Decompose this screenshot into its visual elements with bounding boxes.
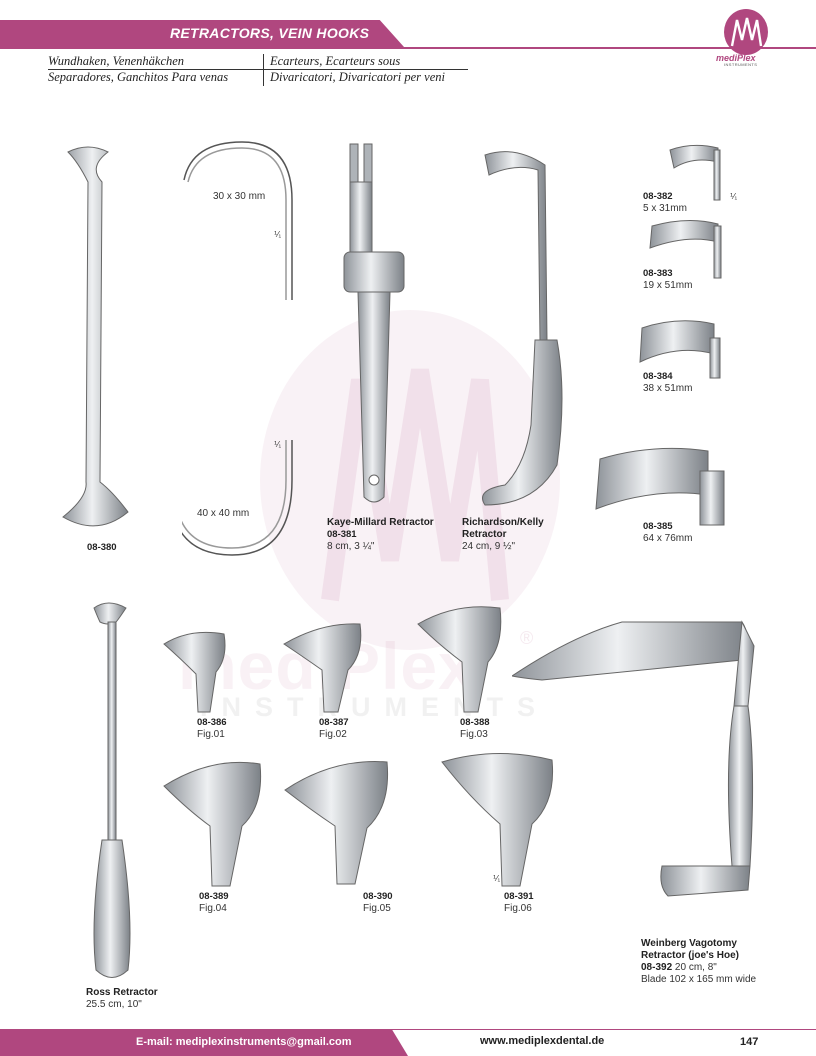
retractor-fig03-image: [417, 606, 502, 713]
retractor-fig05-image: [284, 761, 389, 885]
retractor-fig06-image: [441, 752, 554, 887]
code-08-387: 08-387: [319, 717, 349, 728]
header-band: [0, 20, 404, 47]
size-08-381: 8 cm, 3 ¼": [327, 541, 375, 552]
logo-text: mediPlex: [716, 53, 756, 63]
watermark-logo: [260, 310, 560, 650]
mediplex-logo-icon: [724, 9, 768, 55]
hook-size-large: 40 x 40 mm: [197, 508, 250, 519]
vein-hooks-image: [182, 141, 293, 556]
code-08-390: 08-390: [363, 891, 393, 902]
blade-08-383-image: [649, 219, 722, 279]
size-ross-retractor: 25.5 cm, 10": [86, 999, 142, 1010]
page-title: RETRACTORS, VEIN HOOKS: [170, 25, 370, 41]
footer-rule: [0, 1029, 816, 1030]
code-08-381: 08-381: [327, 529, 357, 540]
size-08-382: 5 x 31mm: [643, 203, 687, 214]
page-number: 147: [740, 1036, 759, 1048]
retractor-fig02-image: [283, 623, 362, 713]
hook-scale-small: ⅟₁: [274, 230, 282, 239]
code-08-383: 08-383: [643, 268, 673, 279]
blade-08-384-image: [639, 320, 721, 379]
code-08-382: 08-382: [643, 191, 673, 202]
name-richardson-kelly-1: Richardson/Kelly: [462, 517, 544, 528]
code-08-386: 08-386: [197, 717, 227, 728]
name-richardson-kelly-2: Retractor: [462, 529, 507, 540]
hook-size-small: 30 x 30 mm: [213, 191, 266, 202]
size-08-383: 19 x 51mm: [643, 280, 693, 291]
size-08-384: 38 x 51mm: [643, 383, 693, 394]
blade-08-385-image: [595, 447, 725, 526]
scale-08-391: ⅟₁: [493, 874, 501, 883]
weinberg-code-line: 08-392 20 cm, 8": [641, 962, 717, 973]
richardson-kelly-retractor-image: [482, 151, 563, 506]
subtitle-fr: Ecarteurs, Ecarteurs sous: [270, 54, 401, 68]
code-08-388: 08-388: [460, 717, 490, 728]
retractor-fig04-image: [163, 761, 262, 887]
name-weinberg-1: Weinberg Vagotomy: [641, 938, 737, 949]
blade-08-392: Blade 102 x 165 mm wide: [641, 974, 757, 985]
code-08-392: 08-392: [641, 962, 673, 973]
footer-email[interactable]: E-mail: mediplexinstruments@gmail.com: [136, 1036, 352, 1048]
double-ended-retractor-image: [62, 146, 129, 527]
code-08-384: 08-384: [643, 371, 673, 382]
subtitle-divider: [263, 54, 264, 86]
footer-band: [0, 1029, 408, 1056]
blade-08-382-image: [669, 144, 721, 201]
fig-08-387: Fig.02: [319, 729, 347, 740]
name-ross-retractor: Ross Retractor: [86, 987, 158, 998]
code-08-389: 08-389: [199, 891, 229, 902]
fig-08-390: Fig.05: [363, 903, 391, 914]
weinberg-retractor-image: [512, 620, 755, 897]
fig-08-389: Fig.04: [199, 903, 227, 914]
code-08-391: 08-391: [504, 891, 534, 902]
size-richardson-kelly: 24 cm, 9 ½": [462, 541, 516, 552]
size-08-392: 20 cm, 8": [674, 962, 717, 973]
fig-08-388: Fig.03: [460, 729, 488, 740]
footer-website[interactable]: www.mediplexdental.de: [480, 1035, 605, 1047]
subtitle-it: Divaricatori, Divaricatori per veni: [270, 70, 445, 84]
retractor-fig01-image: [163, 631, 226, 713]
subtitle-es: Separadores, Ganchitos Para venas: [48, 70, 229, 84]
subtitle-de: Wundhaken, Venenhäkchen: [48, 54, 185, 68]
name-weinberg-2: Retractor (joe's Hoe): [641, 950, 739, 961]
logo-subtext: INSTRUMENTS: [724, 62, 758, 67]
kaye-millard-retractor-image: [343, 143, 405, 503]
name-kaye-millard: Kaye-Millard Retractor: [327, 517, 434, 528]
code-08-385: 08-385: [643, 521, 673, 532]
watermark-registered: ®: [520, 628, 534, 648]
scale-08-382: ⅟₁: [730, 192, 738, 201]
size-08-385: 64 x 76mm: [643, 533, 693, 544]
code-08-380: 08-380: [87, 542, 117, 553]
hook-scale-large: ⅟₁: [274, 440, 282, 449]
fig-08-391: Fig.06: [504, 903, 532, 914]
ross-retractor-image: [93, 602, 131, 978]
subtitle-rule: [48, 69, 468, 70]
fig-08-386: Fig.01: [197, 729, 225, 740]
header-rule: [0, 47, 816, 49]
